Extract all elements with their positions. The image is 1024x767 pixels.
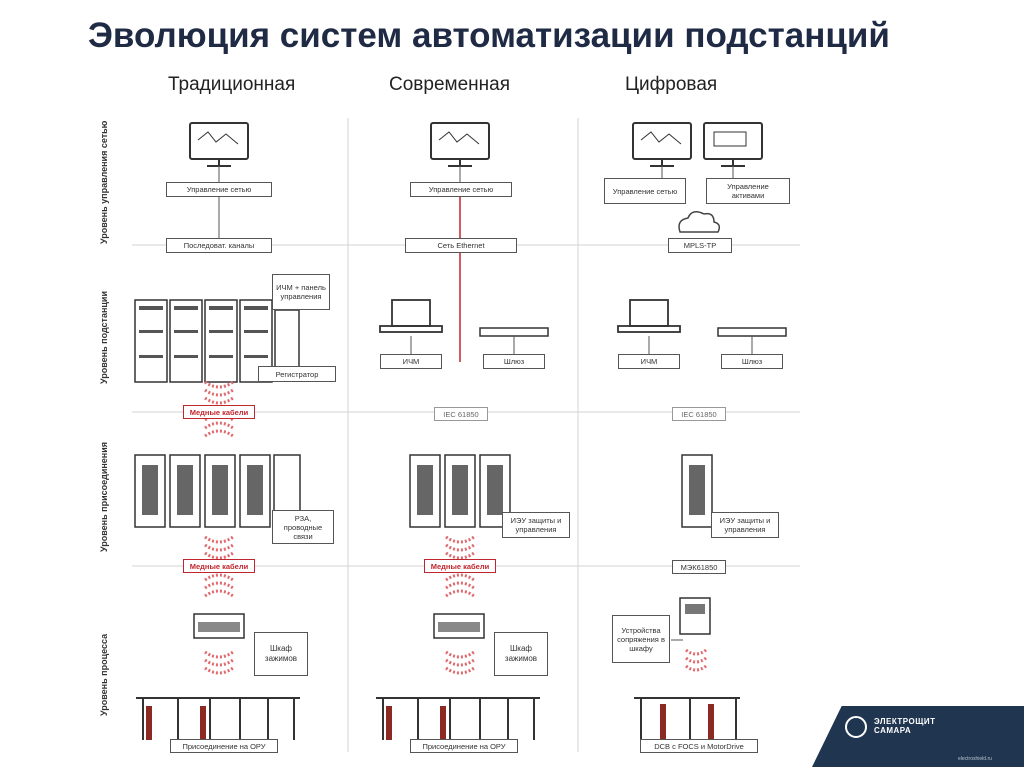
label-hmi: ИЧМ bbox=[380, 354, 442, 369]
level-label-bay: Уровень присоединения bbox=[99, 441, 109, 552]
label-terminal-cabinet: Шкаф зажимов bbox=[494, 632, 548, 676]
page-title: Эволюция систем автоматизации подстанций bbox=[88, 16, 890, 55]
cloud-icon bbox=[678, 211, 721, 233]
logo-name-line2: САМАРА bbox=[874, 726, 912, 736]
label-mek61850: МЭК61850 bbox=[672, 560, 726, 574]
logo-mark-icon bbox=[845, 716, 867, 738]
label-rza: РЗА, проводные связи bbox=[272, 510, 334, 544]
logo-name: ЭЛЕКТРОЩИТ САМАРА bbox=[874, 717, 936, 735]
monitor-icon bbox=[189, 122, 249, 167]
label-hmi-panel: ИЧМ + панель управления bbox=[272, 274, 330, 310]
label-connection: Присоединение на ОРУ bbox=[410, 739, 518, 753]
logo-url: electroshield.ru bbox=[958, 756, 992, 762]
switchgear bbox=[136, 697, 300, 740]
label-interface-devices: Устройства сопряжения в шкафу bbox=[612, 615, 670, 663]
label-network-mgmt: Управление сетью bbox=[410, 182, 512, 197]
label-dcb: DCB с FOCS и MotorDrive bbox=[640, 739, 758, 753]
monitor-icon bbox=[703, 122, 763, 167]
label-recorder: Регистратор bbox=[258, 366, 336, 382]
column-header-modern: Современная bbox=[389, 74, 510, 95]
label-terminal-cabinet: Шкаф зажимов bbox=[254, 632, 308, 676]
switchgear bbox=[634, 697, 740, 740]
label-hmi: ИЧМ bbox=[618, 354, 680, 369]
label-copper-cables: Медные кабели bbox=[424, 559, 496, 573]
monitor-icon bbox=[430, 122, 490, 167]
gateway-device bbox=[717, 327, 787, 337]
label-serial-channels: Последоват. каналы bbox=[166, 238, 272, 253]
control-cabinets bbox=[134, 299, 300, 383]
laptop-icon bbox=[617, 299, 681, 333]
column-header-digital: Цифровая bbox=[625, 74, 718, 95]
column-header-traditional: Традиционная bbox=[168, 74, 296, 95]
gateway-device bbox=[479, 327, 549, 337]
laptop-icon bbox=[379, 299, 443, 333]
interface-cabinet bbox=[679, 597, 711, 635]
label-asset-mgmt: Управление активами bbox=[706, 178, 790, 204]
label-connection: Присоединение на ОРУ bbox=[170, 739, 278, 753]
logo-name-line1: ЭЛЕКТРОЩИТ bbox=[874, 717, 936, 726]
label-mpls-tp: MPLS-TP bbox=[668, 238, 732, 253]
level-label-process: Уровень процесса bbox=[99, 633, 109, 716]
label-copper-cables: Медные кабели bbox=[183, 405, 255, 419]
label-copper-cables: Медные кабели bbox=[183, 559, 255, 573]
label-iec61850: IEC 61850 bbox=[434, 407, 488, 421]
company-logo bbox=[812, 706, 1024, 767]
label-network-mgmt: Управление сетью bbox=[604, 178, 686, 204]
level-label-network: Уровень управления сетью bbox=[99, 120, 109, 244]
label-ied: ИЭУ защиты и управления bbox=[502, 512, 570, 538]
monitor-icon bbox=[632, 122, 692, 167]
label-iec61850: IEC 61850 bbox=[672, 407, 726, 421]
label-gateway: Шлюз bbox=[721, 354, 783, 369]
switchgear bbox=[376, 697, 540, 740]
level-label-station: Уровень подстанции bbox=[99, 290, 109, 384]
label-ied: ИЭУ защиты и управления bbox=[711, 512, 779, 538]
label-gateway: Шлюз bbox=[483, 354, 545, 369]
label-ethernet: Сеть Ethernet bbox=[405, 238, 517, 253]
label-network-mgmt: Управление сетью bbox=[166, 182, 272, 197]
